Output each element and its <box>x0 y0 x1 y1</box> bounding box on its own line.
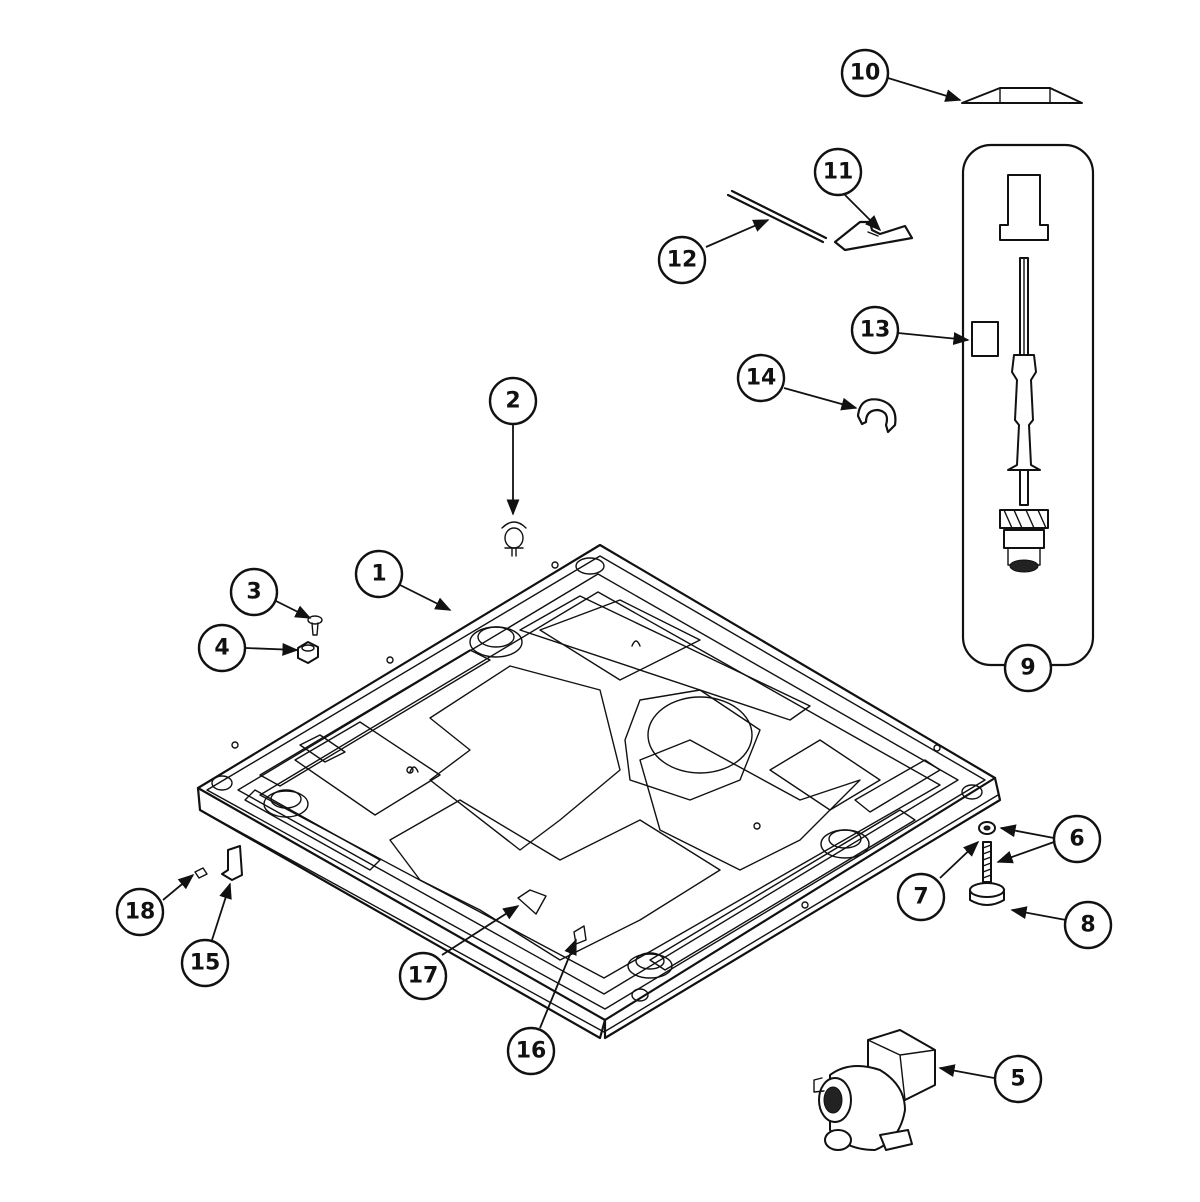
svg-text:18: 18 <box>125 900 156 925</box>
leader-17 <box>441 905 520 956</box>
leveling-leg-part <box>969 821 1005 906</box>
small-screw-part <box>194 867 208 879</box>
base-pan <box>196 543 1002 1040</box>
callout-8: 8 <box>1063 900 1113 950</box>
leader-6a <box>999 824 1055 839</box>
leader-lines <box>162 77 1067 1079</box>
svg-text:12: 12 <box>667 248 698 273</box>
leader-14 <box>783 387 858 411</box>
hook-part <box>833 220 914 252</box>
svg-text:17: 17 <box>408 964 439 989</box>
leader-16 <box>539 938 577 1029</box>
leader-3 <box>275 600 312 619</box>
c-clip-part <box>856 398 897 434</box>
callout-9: 9 <box>1003 643 1053 693</box>
pump-part <box>813 1029 936 1151</box>
leader-4 <box>245 642 299 656</box>
leader-13 <box>897 332 970 345</box>
callout-3: 3 <box>229 567 279 617</box>
leader-1 <box>397 583 452 611</box>
svg-text:13: 13 <box>860 318 891 343</box>
callout-17: 17 <box>398 951 448 1001</box>
callout-1: 1 <box>354 549 404 599</box>
callout-18: 18 <box>115 887 165 937</box>
callout-16: 16 <box>506 1026 556 1076</box>
tab-part <box>517 889 547 915</box>
callout-15: 15 <box>180 938 230 988</box>
svg-text:3: 3 <box>246 580 261 605</box>
svg-text:6: 6 <box>1069 827 1084 852</box>
svg-text:15: 15 <box>190 951 221 976</box>
svg-text:7: 7 <box>913 885 928 910</box>
callout-11: 11 <box>813 147 863 197</box>
svg-text:11: 11 <box>823 160 854 185</box>
svg-text:5: 5 <box>1010 1067 1025 1092</box>
nut-part <box>297 641 319 664</box>
screw-part <box>307 615 323 636</box>
leader-15 <box>211 882 232 941</box>
svg-text:16: 16 <box>516 1039 547 1064</box>
leader-7 <box>939 840 980 879</box>
callout-7: 7 <box>896 872 946 922</box>
leader-11 <box>844 194 882 232</box>
leader-12 <box>705 219 770 248</box>
svg-text:1: 1 <box>371 562 386 587</box>
callout-14: 14 <box>736 353 786 403</box>
bracket-part <box>221 845 243 881</box>
cover-part <box>961 87 1083 104</box>
svg-text:8: 8 <box>1080 913 1095 938</box>
leader-8 <box>1010 906 1067 921</box>
callout-6: 6 <box>1052 814 1102 864</box>
leader-18 <box>162 873 195 901</box>
callout-4: 4 <box>197 623 247 673</box>
callout-12: 12 <box>657 235 707 285</box>
callout-2: 2 <box>488 376 538 426</box>
svg-text:2: 2 <box>505 389 520 414</box>
rod-part <box>726 189 828 244</box>
leader-5 <box>938 1064 995 1079</box>
callout-5: 5 <box>993 1054 1043 1104</box>
svg-text:14: 14 <box>746 366 777 391</box>
leader-6b <box>996 841 1055 864</box>
clip-part <box>501 521 527 557</box>
callout-13: 13 <box>850 305 900 355</box>
svg-text:10: 10 <box>850 61 881 86</box>
agitator-shaft-part <box>999 174 1049 573</box>
svg-text:9: 9 <box>1020 656 1035 681</box>
label-part <box>971 321 999 357</box>
svg-text:4: 4 <box>214 636 229 661</box>
callout-10: 10 <box>840 48 890 98</box>
leader-10 <box>887 77 962 102</box>
